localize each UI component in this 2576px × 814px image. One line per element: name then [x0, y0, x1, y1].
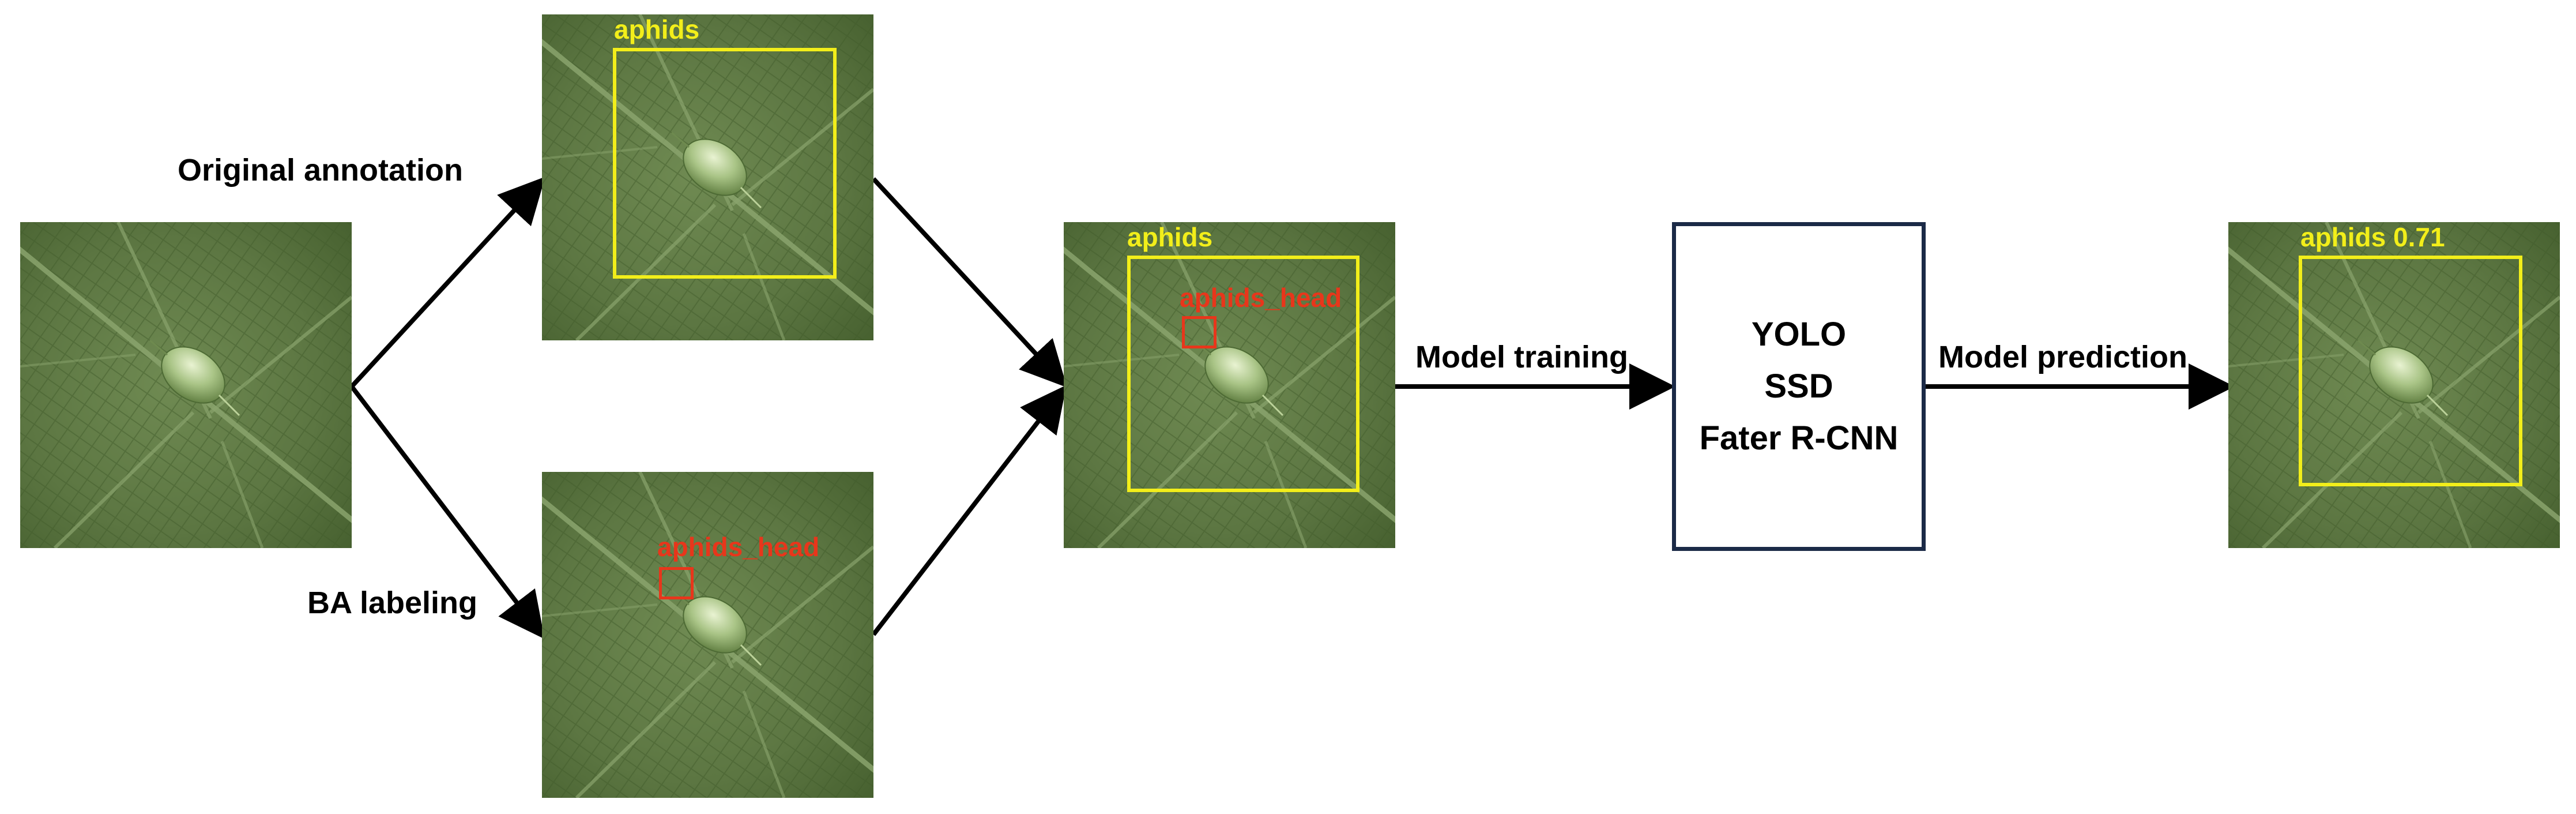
aphids-label-original: aphids [614, 14, 700, 44]
original-annotation-label: Original annotation [178, 153, 463, 187]
aphids-box-original [613, 48, 837, 279]
head-box-merged [1182, 316, 1217, 348]
model-faster-rcnn: Fater R-CNN [1699, 419, 1899, 457]
arrow-to-original [350, 177, 545, 388]
head-label-merged: aphids_head [1180, 283, 1342, 313]
head-box-ba [659, 567, 694, 599]
arrow-ba-to-merged [871, 385, 1067, 636]
model-prediction-label: Model prediction [1938, 340, 2187, 374]
model-ssd: SSD [1764, 367, 1833, 406]
leaf-image-original [542, 14, 873, 340]
leaf-image-prediction [2228, 222, 2560, 548]
aphids-box-merged [1127, 256, 1359, 492]
leaf-image-ba [542, 472, 873, 798]
aphids-label-prediction: aphids 0.71 [2300, 222, 2445, 252]
leaf-image-input [20, 222, 352, 548]
aphids-box-prediction [2299, 256, 2522, 486]
model-training-label: Model training [1415, 340, 1628, 374]
arrow-original-to-merged [872, 177, 1067, 388]
model-yolo: YOLO [1751, 316, 1847, 354]
model-box: YOLO SSD Fater R-CNN [1672, 222, 1926, 551]
arrow-to-ba [349, 385, 545, 639]
aphids-label-merged: aphids [1127, 222, 1213, 252]
leaf-image-merged [1064, 222, 1395, 548]
ba-labeling-label: BA labeling [307, 586, 478, 620]
head-label-ba: aphids_head [657, 532, 820, 562]
